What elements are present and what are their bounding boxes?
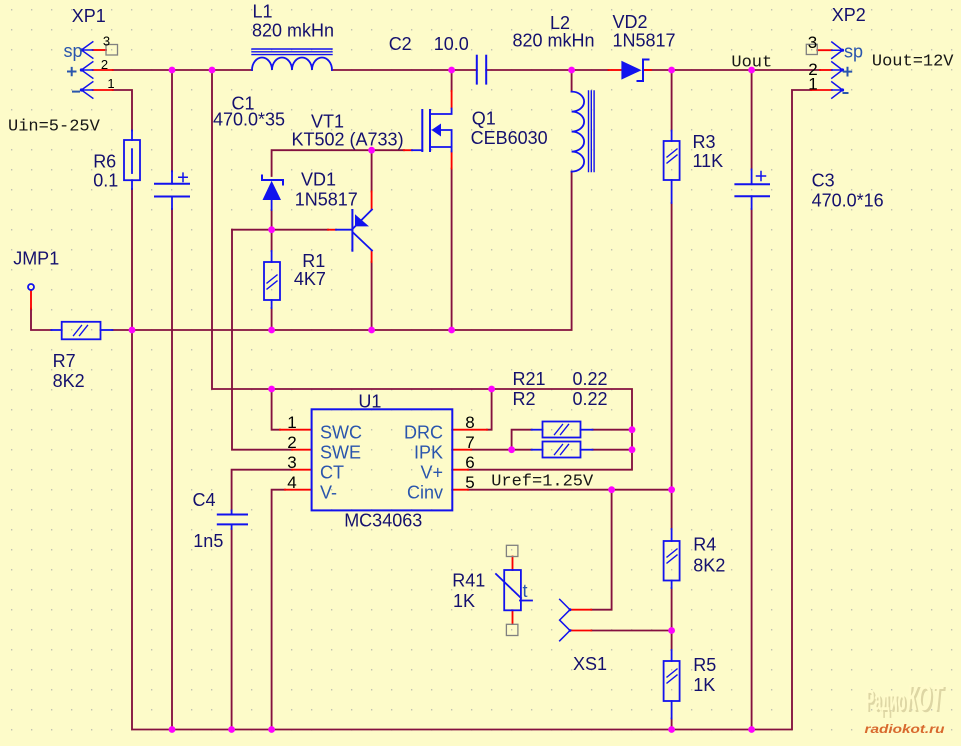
svg-text:3: 3: [287, 453, 296, 472]
svg-text:C2: C2: [389, 34, 412, 54]
svg-text:XS1: XS1: [573, 654, 607, 674]
svg-text:C1: C1: [232, 94, 255, 114]
svg-text:sp: sp: [64, 41, 83, 61]
svg-text:CEB6030: CEB6030: [471, 128, 548, 148]
svg-text:V-: V-: [320, 483, 337, 503]
svg-text:R2: R2: [513, 389, 536, 409]
svg-text:JMP1: JMP1: [13, 249, 59, 269]
svg-text:XP1: XP1: [72, 6, 106, 26]
svg-text:3: 3: [103, 34, 110, 49]
svg-text:C3: C3: [812, 171, 835, 191]
svg-text:8: 8: [465, 413, 474, 432]
svg-text:2: 2: [808, 60, 817, 79]
svg-text:V+: V+: [420, 463, 443, 483]
svg-text:3: 3: [808, 33, 817, 52]
svg-text:8K2: 8K2: [693, 556, 725, 576]
svg-text:R41: R41: [452, 571, 485, 591]
svg-text:1: 1: [107, 76, 114, 91]
svg-text:470.0*16: 470.0*16: [812, 191, 884, 211]
svg-text:1K: 1K: [693, 675, 715, 695]
svg-text:L2: L2: [550, 13, 570, 33]
svg-text:VD1: VD1: [301, 170, 336, 190]
svg-text:1n5: 1n5: [193, 531, 223, 551]
svg-text:6: 6: [465, 453, 474, 472]
svg-text:0.22: 0.22: [573, 369, 608, 389]
svg-text:2: 2: [101, 57, 108, 72]
svg-text:R21: R21: [513, 369, 546, 389]
svg-text:820 mkHn: 820 mkHn: [513, 31, 595, 51]
svg-text:XP2: XP2: [832, 5, 866, 25]
svg-text:10.0: 10.0: [434, 34, 469, 54]
svg-text:R5: R5: [693, 655, 716, 675]
svg-text:1K: 1K: [453, 591, 475, 611]
svg-text:MC34063: MC34063: [344, 511, 422, 531]
svg-text:Uref=1.25V: Uref=1.25V: [491, 473, 594, 492]
svg-text:1N5817: 1N5817: [295, 190, 358, 210]
svg-text:4: 4: [287, 473, 296, 492]
svg-text:4K7: 4K7: [294, 269, 326, 289]
svg-text:Радио: Радио: [868, 686, 908, 719]
svg-text:IPK: IPK: [414, 443, 443, 463]
svg-text:R7: R7: [53, 351, 76, 371]
svg-text:R3: R3: [693, 132, 716, 152]
svg-text:DRC: DRC: [404, 423, 443, 443]
svg-text:1: 1: [287, 413, 296, 432]
svg-text:R1: R1: [302, 251, 325, 271]
svg-text:0.22: 0.22: [573, 389, 608, 409]
svg-text:1N5817: 1N5817: [613, 31, 676, 51]
svg-text:sp: sp: [844, 42, 863, 62]
svg-text:КОТ: КОТ: [907, 677, 945, 718]
svg-text:KT502 (A733): KT502 (A733): [292, 130, 404, 150]
svg-text:t: t: [523, 581, 528, 601]
svg-text:8K2: 8K2: [53, 371, 85, 391]
svg-text:Uout=12V: Uout=12V: [872, 53, 954, 72]
svg-text:5: 5: [465, 473, 474, 492]
svg-text:R4: R4: [693, 535, 716, 555]
svg-text:U1: U1: [358, 392, 381, 412]
svg-text:Q1: Q1: [472, 109, 496, 129]
svg-text:Uin=5-25V: Uin=5-25V: [8, 118, 101, 137]
svg-text:radiokot.ru: radiokot.ru: [865, 722, 946, 736]
svg-text:7: 7: [465, 433, 474, 452]
svg-text:SWC: SWC: [320, 423, 362, 443]
svg-text:КОТ: КОТ: [909, 679, 947, 720]
svg-text:11K: 11K: [693, 151, 724, 171]
svg-text:1: 1: [808, 74, 817, 93]
svg-text:Cinv: Cinv: [407, 483, 443, 503]
svg-text:VT1: VT1: [311, 112, 344, 132]
svg-text:820 mkHn: 820 mkHn: [252, 21, 334, 41]
svg-text:SWE: SWE: [320, 443, 361, 463]
svg-text:470.0*35: 470.0*35: [213, 110, 285, 130]
svg-text:Радио: Радио: [866, 684, 906, 717]
svg-text:L1: L1: [253, 2, 273, 22]
svg-text:Uout: Uout: [731, 54, 772, 73]
svg-text:CT: CT: [320, 463, 344, 483]
svg-text:VD2: VD2: [613, 12, 648, 32]
svg-text:C4: C4: [193, 490, 216, 510]
svg-text:0.1: 0.1: [93, 171, 118, 191]
svg-text:2: 2: [287, 433, 296, 452]
svg-text:R6: R6: [93, 152, 116, 172]
